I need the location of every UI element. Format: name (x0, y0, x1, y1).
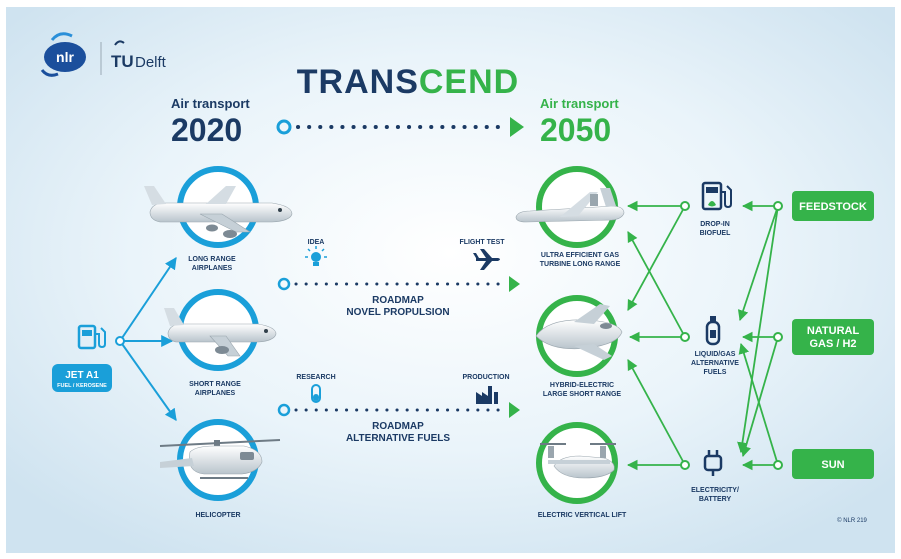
natural-gas-sublabel: GAS / H2 (809, 338, 856, 350)
electricity-label: ELECTRICITY/ (691, 487, 739, 494)
feedstock-label: FEEDSTOCK (799, 201, 867, 213)
long-range-airplane-icon (144, 186, 293, 238)
gas-bottle-icon (705, 316, 721, 346)
ultra-efficient-sublabel: TURBINE LONG RANGE (540, 261, 621, 268)
roadmap2-subtitle: ALTERNATIVE FUELS (346, 433, 450, 444)
test-tube-icon (311, 384, 321, 403)
left-header-year: 2020 (171, 112, 242, 148)
jet-fuel-sublabel: FUEL / KEROSENE (57, 383, 107, 389)
airplane-icon (473, 249, 500, 270)
plug-icon (703, 450, 723, 476)
sun-box (792, 449, 874, 479)
timeline-arrow (276, 117, 524, 137)
roadmap1-title: ROADMAP (372, 295, 424, 306)
short-range-sublabel: AIRPLANES (195, 390, 236, 397)
nlr-logo: nlr (40, 32, 86, 77)
svg-text:TU: TU (111, 52, 134, 71)
ultra-efficient-label: ULTRA EFFICIENT GAS (541, 252, 619, 259)
page-title: TRANSCEND (297, 63, 519, 101)
roadmap2-start-label: RESEARCH (296, 374, 335, 381)
evtol-label: ELECTRIC VERTICAL LIFT (538, 512, 627, 519)
fuel-to-aircraft-arrows (119, 257, 177, 421)
natural-gas-label: NATURAL (807, 325, 860, 337)
alt-fuels-sublabel-2: FUELS (704, 369, 727, 376)
long-range-label: LONG RANGE (188, 256, 236, 263)
ultra-efficient-airplane-icon (515, 188, 625, 223)
hybrid-electric-label: HYBRID-ELECTRIC (550, 382, 614, 389)
alt-fuels-label: LIQUID/GAS (695, 351, 736, 358)
roadmap1-start-label: IDEA (308, 239, 325, 246)
copyright: © NLR 219 (837, 517, 867, 524)
tudelft-logo: TU Delft (111, 40, 167, 71)
right-header-label: Air transport (540, 96, 619, 111)
helicopter-icon (159, 439, 281, 479)
short-range-label: SHORT RANGE (189, 381, 241, 388)
roadmap2-arrow (277, 402, 520, 418)
roadmap2-end-label: PRODUCTION (462, 374, 509, 381)
roadmap1-subtitle: NOVEL PROPULSION (346, 307, 449, 318)
left-header-label: Air transport (171, 96, 250, 111)
biofuel-label: DROP-IN (700, 221, 730, 228)
fuel-pump-icon (77, 324, 106, 350)
long-range-sublabel: AIRPLANES (192, 265, 233, 272)
fuel-junction (115, 336, 125, 346)
svg-text:nlr: nlr (56, 49, 74, 65)
jet-fuel-label: JET A1 (65, 370, 99, 381)
right-header-year: 2050 (540, 112, 611, 148)
jet-fuel-box (52, 364, 112, 392)
biofuel-sublabel: BIOFUEL (700, 230, 731, 237)
electricity-sublabel: BATTERY (699, 496, 732, 503)
biofuel-pump-icon (701, 181, 732, 211)
sun-label: SUN (821, 459, 844, 471)
idea-bulb-icon (305, 246, 327, 266)
roadmap1-arrow (277, 276, 520, 292)
alt-fuels-sublabel: ALTERNATIVE (691, 360, 739, 367)
roadmap2-title: ROADMAP (372, 421, 424, 432)
energy-junctions (680, 201, 783, 470)
evtol-icon (540, 443, 616, 479)
hybrid-electric-sublabel: LARGE SHORT RANGE (543, 391, 622, 398)
roadmap1-end-label: FLIGHT TEST (459, 239, 505, 246)
hybrid-electric-airplane-icon (535, 304, 623, 360)
svg-text:Delft: Delft (135, 54, 167, 71)
short-range-airplane-icon (164, 308, 277, 357)
feedstock-box (792, 191, 874, 221)
helicopter-label: HELICOPTER (195, 512, 240, 519)
factory-icon (476, 386, 498, 404)
natural-gas-box (792, 319, 874, 355)
energy-flow-arrows (626, 200, 779, 471)
